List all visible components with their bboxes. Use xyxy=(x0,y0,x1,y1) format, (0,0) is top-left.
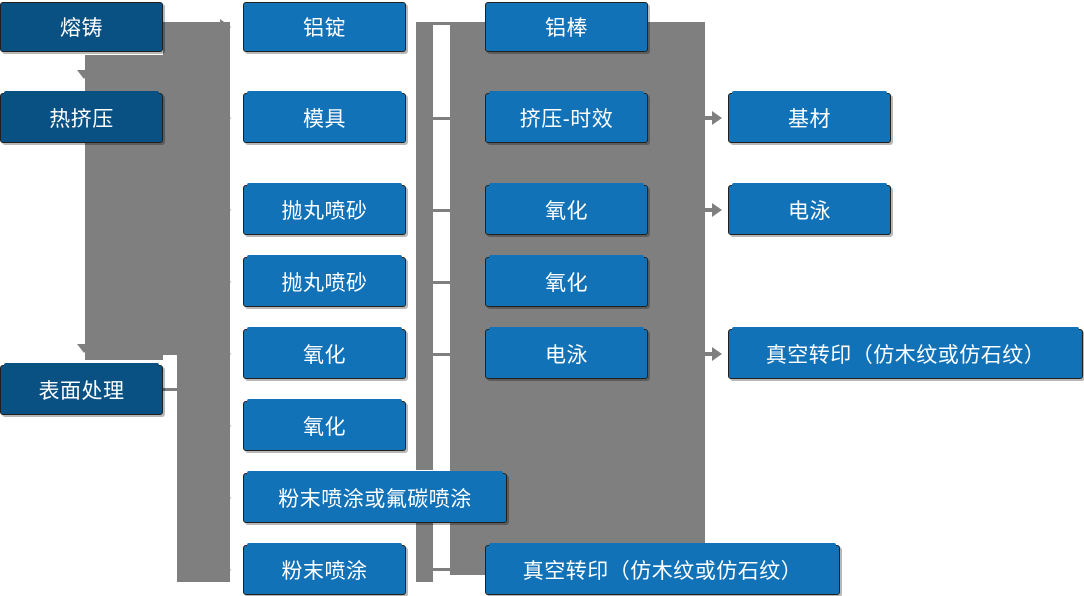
arrow-to-vacuum-transfer xyxy=(712,347,722,361)
arrow-tail-electrophoresis xyxy=(705,208,714,212)
stage-to-stepa-slab-lower xyxy=(177,355,230,582)
node-oxidation-a2[interactable]: 氧化 xyxy=(243,399,406,451)
stage-to-stepa-slab-upper xyxy=(163,22,230,355)
node-electrophoresis-product[interactable]: 电泳 xyxy=(728,183,891,235)
arrow-tail-substrate xyxy=(705,116,714,120)
bus-stub-2 xyxy=(433,117,452,120)
node-aluminum-ingot[interactable]: 铝锭 xyxy=(243,2,406,52)
arrow-to-powder-or-fluorocarbon xyxy=(220,490,231,506)
node-extrusion-aging[interactable]: 挤压-时效 xyxy=(485,91,648,143)
stage-arrow-to-hot-extrusion xyxy=(77,70,91,79)
arrow-tail-vacuum-transfer xyxy=(705,352,714,356)
stage-arrow-to-surface-treatment xyxy=(77,344,91,353)
node-shot-blasting-1[interactable]: 抛丸喷砂 xyxy=(243,183,406,235)
bus-stub-3 xyxy=(433,209,452,212)
arrow-to-oxidation-a2 xyxy=(220,418,231,434)
node-melting-casting[interactable]: 熔铸 xyxy=(0,2,163,52)
bus-stub-6 xyxy=(433,568,452,571)
node-aluminum-bar[interactable]: 铝棒 xyxy=(485,2,648,52)
bus-stub-4 xyxy=(433,281,452,284)
node-hot-extrusion[interactable]: 热挤压 xyxy=(0,91,163,143)
node-surface-treatment[interactable]: 表面处理 xyxy=(0,363,163,415)
node-vacuum-transfer-product[interactable]: 真空转印（仿木纹或仿石纹） xyxy=(728,327,1083,379)
node-oxidation-b1[interactable]: 氧化 xyxy=(485,183,648,235)
node-oxidation-b2[interactable]: 氧化 xyxy=(485,255,648,307)
node-substrate[interactable]: 基材 xyxy=(728,91,891,143)
node-powder-coating[interactable]: 粉末喷涂 xyxy=(243,543,406,595)
arrow-to-electrophoresis xyxy=(712,203,722,217)
node-oxidation-a1[interactable]: 氧化 xyxy=(243,327,406,379)
surface-treatment-tail xyxy=(163,388,183,391)
node-powder-or-fluorocarbon-coating[interactable]: 粉末喷涂或氟碳喷涂 xyxy=(243,471,507,523)
stepa-bus-bar-upper xyxy=(416,22,433,470)
arrow-to-oxidation-a1 xyxy=(220,346,231,362)
arrow-to-shot-blasting-2 xyxy=(220,274,231,290)
arrow-to-shot-blasting-1 xyxy=(220,202,231,218)
node-electrophoresis-b[interactable]: 电泳 xyxy=(485,327,648,379)
arrow-to-substrate xyxy=(712,111,722,125)
arrow-to-powder-coating xyxy=(220,562,231,578)
arrow-to-mould xyxy=(220,110,231,126)
bus-stub-1 xyxy=(433,22,452,25)
arrow-to-aluminum-ingot xyxy=(220,19,231,35)
node-vacuum-transfer-b[interactable]: 真空转印（仿木纹或仿石纹） xyxy=(485,543,840,595)
bus-stub-5 xyxy=(433,353,452,356)
node-mould[interactable]: 模具 xyxy=(243,91,406,143)
node-shot-blasting-2[interactable]: 抛丸喷砂 xyxy=(243,255,406,307)
